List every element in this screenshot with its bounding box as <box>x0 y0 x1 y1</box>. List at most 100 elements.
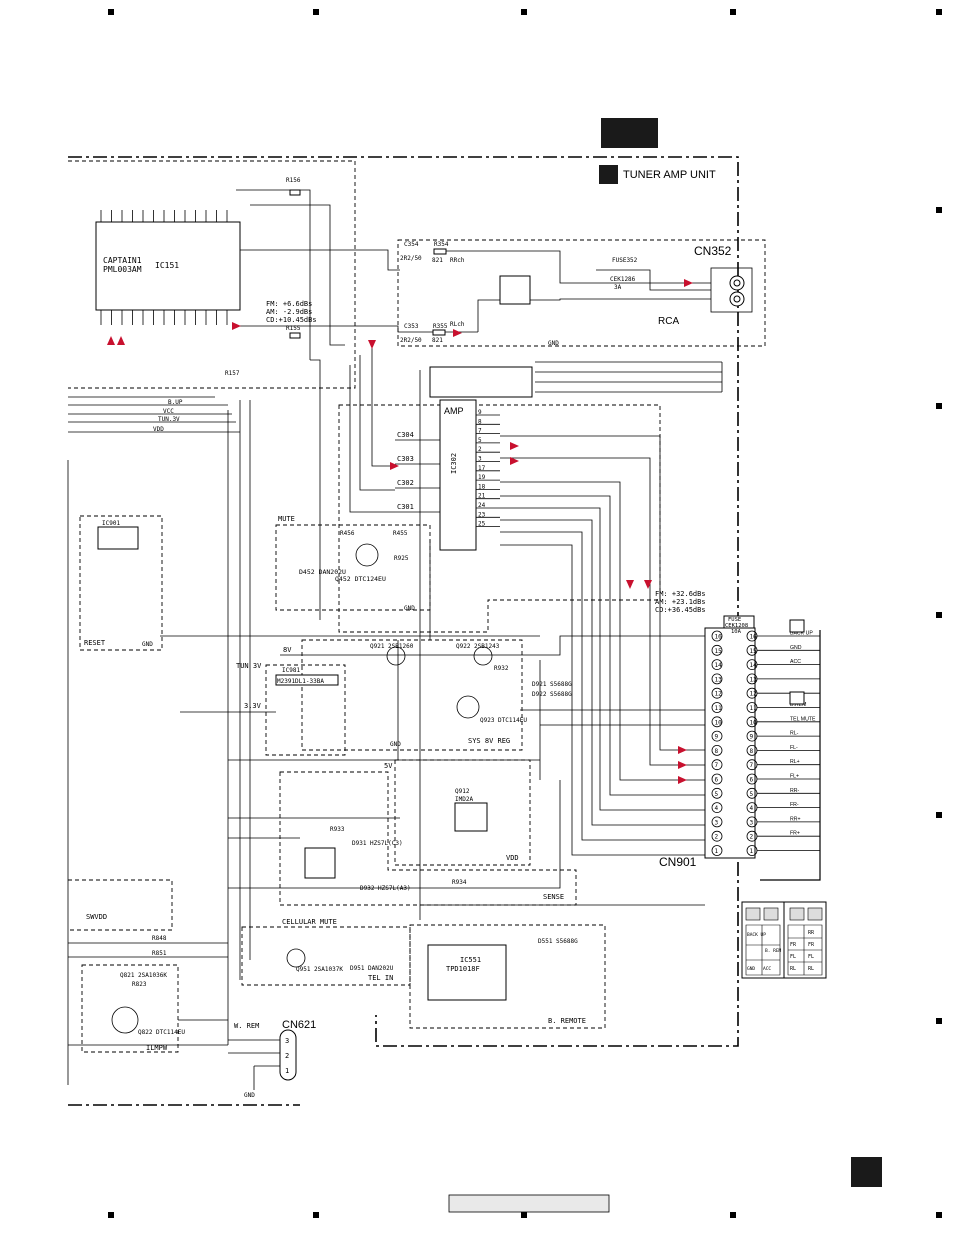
rail-3v3-label: 3.3V <box>244 702 262 710</box>
cn901-pin-num: 15 <box>715 648 723 655</box>
harness-mid-fl: FL <box>790 954 796 960</box>
cn901-pin-9 <box>711 730 723 742</box>
cn901-pin-12 <box>711 687 723 699</box>
cn901-pin-num: 7 <box>715 762 719 769</box>
cn901-pin-num: 9 <box>715 734 719 741</box>
fuse352-part: CEK1286 <box>610 276 636 283</box>
cn901-pin-label: RR- <box>790 788 799 794</box>
sense-label: SENSE <box>543 893 564 901</box>
cn901-pin-num-mate: 10 <box>750 719 758 726</box>
harness-right-rr: RR <box>808 930 815 936</box>
cn621-lines <box>228 1039 280 1090</box>
wrem-label: W. REM <box>234 1022 259 1030</box>
fuse352-link <box>596 269 711 291</box>
r454-label: R456 <box>340 530 355 537</box>
amp-cap-c303: C303 <box>397 455 414 463</box>
signal-flow-arrows <box>107 279 693 784</box>
amp-cap-c301: C301 <box>397 503 414 511</box>
r925-label: R932 <box>494 665 509 672</box>
rca-gnd: GND <box>548 340 559 347</box>
ic302-ref: IC302 <box>450 453 458 474</box>
cn901-pin-num: 12 <box>715 691 723 698</box>
sense-line <box>228 780 561 889</box>
rail-8v-label: 8V <box>283 646 292 654</box>
amp-pin-23: 23 <box>478 511 486 518</box>
cn621-body <box>279 1029 297 1081</box>
rail-label: B.UP <box>168 399 183 406</box>
fuse-main-part: CEK1208 <box>725 623 748 629</box>
cn901-pin-14 <box>711 659 723 670</box>
r355 <box>432 329 446 336</box>
cn901-pin-16 <box>711 630 723 642</box>
harness-mid-rl: RL <box>790 966 796 972</box>
cn901-pin-num-mate: 1 <box>750 848 754 855</box>
tuner-feed-b <box>250 204 345 346</box>
amp-pin-19: 19 <box>478 474 486 481</box>
cn901-pin-num-mate: 14 <box>750 662 758 669</box>
cn901-pin-num: 13 <box>715 676 723 683</box>
harness-right-fl: FL <box>808 954 814 960</box>
cn901-pin-num: 8 <box>715 748 719 755</box>
r156 <box>289 189 301 196</box>
r455-label: R925 <box>394 555 409 562</box>
ic151-pins <box>100 210 228 325</box>
tun3v-label: TUN 3V <box>236 662 262 670</box>
cn901-pin-num-mate: 2 <box>750 834 754 841</box>
signal-arrow <box>626 580 634 589</box>
tuner-level-fm: FM: +6.6dBs <box>266 300 312 308</box>
amp-pin-18: 18 <box>478 483 486 490</box>
amp-pin-5: 5 <box>478 437 482 444</box>
r354-value: 821 <box>432 257 443 264</box>
harness-left-backup: BACK UP <box>747 932 766 938</box>
cn901-pin-label: TEL MUTE <box>790 716 816 722</box>
unit-title: TUNER AMP UNIT <box>623 169 716 181</box>
ic551-ref: IC551 <box>460 956 481 964</box>
cn901-pin-num: 10 <box>715 719 723 726</box>
ic901-body <box>97 526 139 550</box>
cn901-pin-label: BACK UP <box>790 631 813 637</box>
q951-symbol <box>286 948 306 968</box>
rca-block-outline <box>397 239 766 347</box>
q822-symbol <box>111 1006 139 1034</box>
amp-in-a <box>371 345 395 467</box>
reset-gnd: GND <box>142 641 153 648</box>
cn901-pin-num: 11 <box>715 705 723 712</box>
ic551-body <box>427 944 507 1001</box>
r823-label: R823 <box>132 981 147 988</box>
cn352-ref: CN352 <box>694 244 732 258</box>
ic151-name: CAPTAIN1 <box>103 256 142 265</box>
q923-label: Q923 DTC114EU <box>480 717 527 724</box>
r933-label: R934 <box>452 879 467 886</box>
spk-line-6 <box>500 519 705 826</box>
swvdd-label: SWVDD <box>86 913 107 921</box>
amp-pin-2: 2 <box>478 446 482 453</box>
cn901-pin-num-mate: 9 <box>750 734 754 741</box>
page-corner-tab <box>851 1157 882 1187</box>
amp-pin-8: 8 <box>478 418 482 425</box>
spk-line-2 <box>500 457 705 766</box>
r155-label: R155 <box>286 325 301 332</box>
unit-boundary <box>68 156 739 1106</box>
backup-plug <box>789 619 805 633</box>
cn901-pin-num: 1 <box>715 848 719 855</box>
d931-label: D931 HZS7L(C3) <box>352 840 403 847</box>
ic151-ref: IC151 <box>155 261 179 270</box>
r157-label: R157 <box>225 370 240 377</box>
link-horizontal-c <box>228 759 540 839</box>
q912-body <box>454 802 488 832</box>
q922-label: Q922 2SB1243 <box>456 643 500 650</box>
ic551-part: TPD1018F <box>446 965 480 973</box>
cn901-pin-num: 2 <box>715 834 719 841</box>
rail-label: VDD <box>153 426 164 433</box>
cn901-harness-line <box>760 630 821 881</box>
mute-label: MUTE <box>278 515 295 523</box>
cn901-pin-label: RL- <box>790 731 799 737</box>
left-frame-line <box>67 396 215 1085</box>
unit-marker <box>599 165 618 184</box>
amp-cap-c302: C302 <box>397 479 414 487</box>
signal-arrow <box>390 462 399 470</box>
q931-body <box>304 847 336 879</box>
